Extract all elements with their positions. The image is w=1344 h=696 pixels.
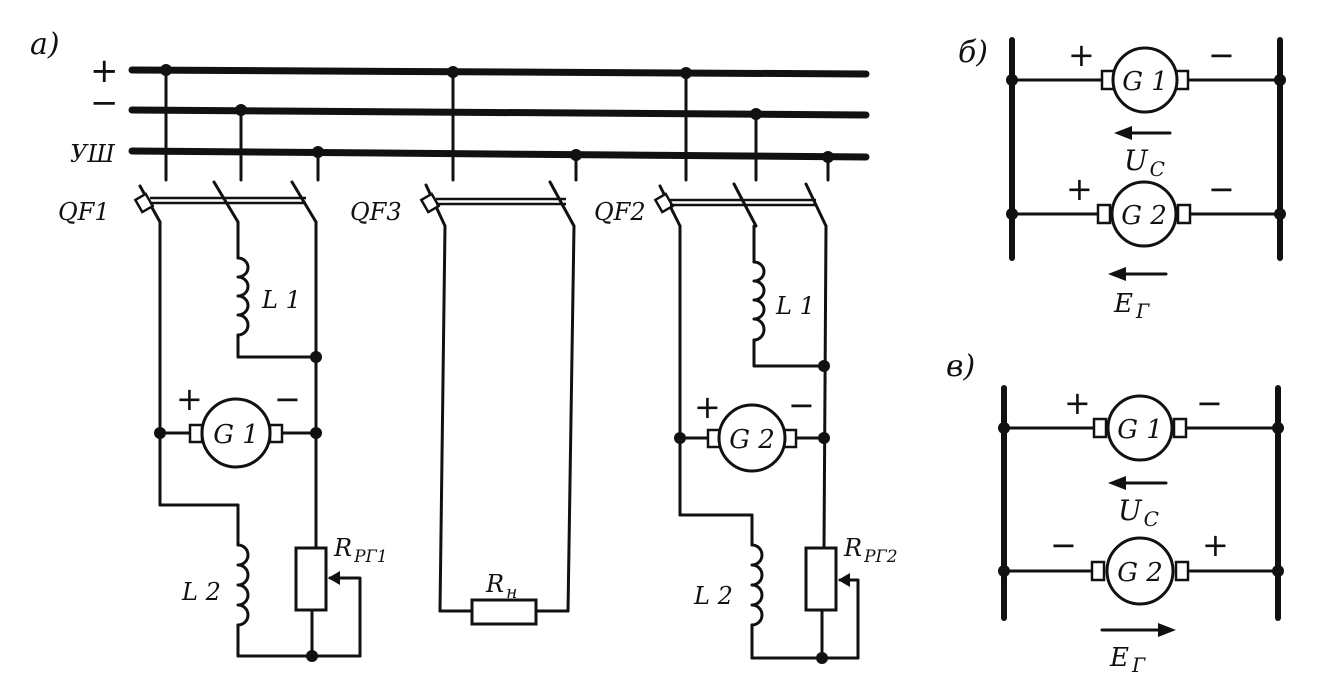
- panel-b-g2-symbol: [1110, 180, 1178, 248]
- panel-c-e-arrow: [1158, 623, 1176, 637]
- gen2-minus: −: [788, 386, 815, 424]
- gen1-minus: −: [274, 380, 301, 418]
- panel-c-label: в): [946, 349, 975, 384]
- panel-c-g2-symbol: [1105, 536, 1175, 606]
- panel-b-g2-name: G 2: [1121, 201, 1167, 231]
- equalizer-bus: [128, 147, 870, 161]
- gen2-plus: +: [694, 388, 721, 426]
- panel-b-u-arrow: [1114, 126, 1132, 140]
- panel-c-g1-left-sign: +: [1064, 384, 1091, 422]
- panel-c-g2-name: G 2: [1117, 558, 1163, 588]
- qf2-taps: [680, 67, 834, 182]
- panel-b-label: б): [958, 35, 988, 70]
- qf1-breaker: QF1: [58, 180, 318, 226]
- panel-c-g1-name: G 1: [1117, 415, 1163, 445]
- gen2-rheostat: [804, 546, 838, 612]
- panel-b-g2-left-sign: +: [1066, 170, 1093, 208]
- panel-c-g2-left-sign: −: [1050, 526, 1077, 564]
- gen2-shunt-coil-label: L 2: [693, 582, 733, 610]
- gen1-left-brush: [188, 423, 204, 444]
- panel-b-g1-right-sign: −: [1208, 36, 1235, 74]
- plus-bus-label: +: [90, 51, 119, 91]
- gen1-series-coil: [236, 256, 250, 337]
- gen1-rheostat: [294, 546, 328, 612]
- gen2-name: G 2: [729, 425, 775, 455]
- qf2-label: QF2: [594, 198, 646, 226]
- gen1-symbol: [200, 397, 272, 469]
- gen1-right-brush: [268, 423, 284, 444]
- panel-b-g2-right-sign: −: [1208, 170, 1235, 208]
- qf1-label: QF1: [58, 198, 110, 226]
- panel-c-g1-symbol: [1106, 394, 1174, 462]
- qf2-breaker: QF2: [594, 182, 828, 228]
- panel-a: а) + − УШ: [30, 27, 898, 664]
- qf3-taps: [447, 66, 582, 182]
- panel-c-u-arrow: [1108, 476, 1126, 490]
- gen2-symbol: [717, 403, 787, 473]
- panel-b-e-arrow: [1108, 267, 1126, 281]
- panel-c-g2-right-sign: +: [1202, 526, 1229, 564]
- minus-bus-label: −: [90, 83, 119, 123]
- gen1-plus: +: [176, 380, 203, 418]
- panel-b-g1-name: G 1: [1122, 67, 1168, 97]
- panel-b-g1-left-sign: +: [1068, 36, 1095, 74]
- panel-c-g1-right-sign: −: [1196, 384, 1223, 422]
- qf3-label: QF3: [350, 198, 402, 226]
- panel-a-label: а): [30, 27, 60, 62]
- gen2-shunt-coil: [750, 543, 764, 627]
- plus-bus: [128, 66, 870, 78]
- gen1-series-coil-label: L 1: [261, 286, 301, 314]
- minus-bus: [128, 106, 870, 119]
- panel-b-g1-symbol: [1111, 46, 1179, 114]
- load-resistor: [470, 598, 538, 626]
- gen1-shunt-coil: [236, 543, 250, 627]
- equalizer-bus-label: УШ: [70, 140, 115, 168]
- gen1-shunt-coil-label: L 2: [181, 578, 221, 606]
- gen2-series-coil-label: L 1: [775, 292, 815, 320]
- gen1-name: G 1: [213, 420, 259, 450]
- qf1-taps: [160, 64, 324, 182]
- gen2-series-coil: [752, 260, 766, 342]
